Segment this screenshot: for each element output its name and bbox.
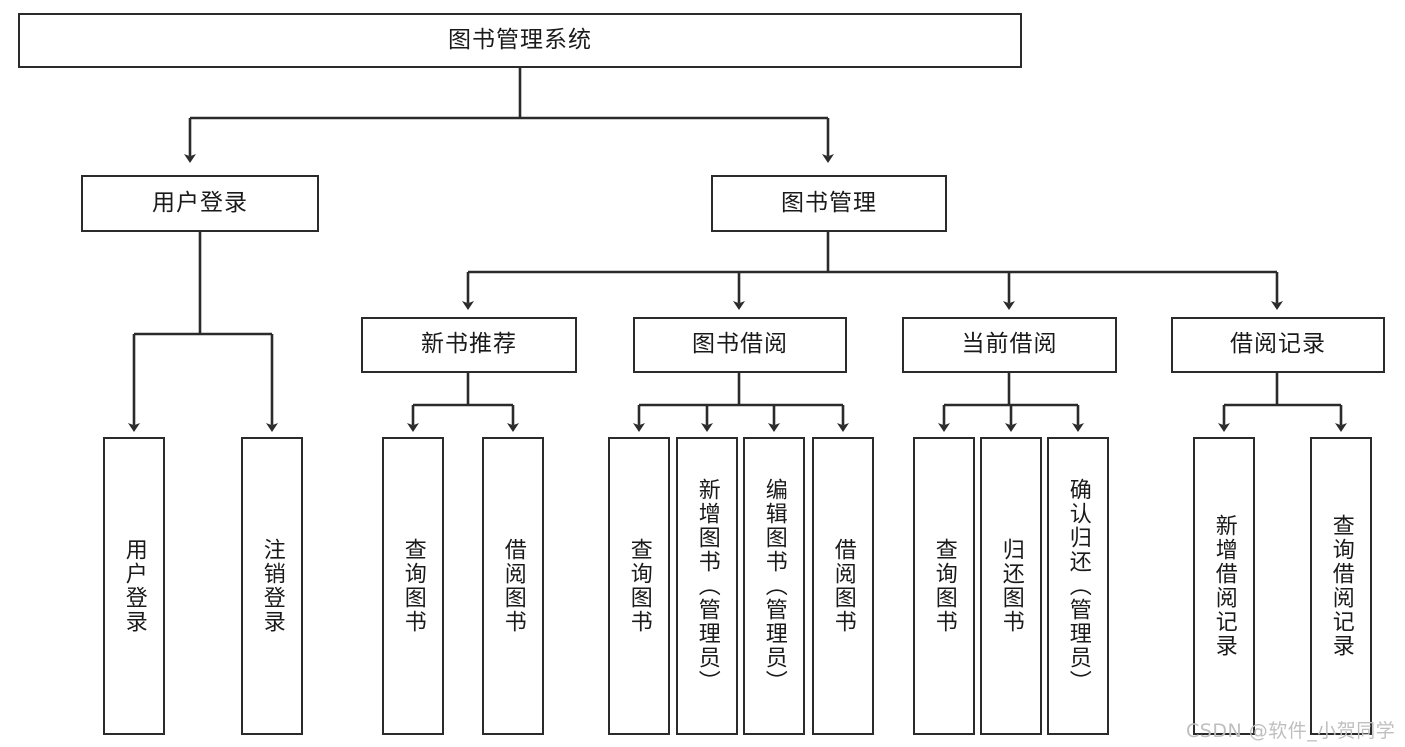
node-root-label: 图书管理系统 [448, 26, 592, 53]
leaf-return-book[interactable]: 归还图书 [980, 437, 1042, 735]
node-book-manage[interactable]: 图书管理 [711, 175, 947, 232]
node-book-borrow-label: 图书借阅 [692, 331, 788, 358]
leaf-confirm-return[interactable]: 确认归还（管理员） [1047, 437, 1109, 735]
leaf-edit-book[interactable]: 编辑图书（管理员） [743, 437, 805, 735]
node-new-book-rec[interactable]: 新书推荐 [361, 317, 577, 373]
leaf-query-book-1-label: 查询图书 [400, 538, 426, 634]
leaf-add-book[interactable]: 新增图书（管理员） [676, 437, 738, 735]
leaf-borrow-book-2[interactable]: 借阅图书 [812, 437, 874, 735]
leaf-logout-label: 注销登录 [259, 538, 285, 634]
leaf-edit-book-label: 编辑图书（管理员） [761, 478, 787, 694]
node-new-book-rec-label: 新书推荐 [421, 331, 517, 358]
leaf-return-book-label: 归还图书 [998, 538, 1024, 634]
leaf-add-record[interactable]: 新增借阅记录 [1193, 437, 1255, 735]
leaf-query-book-3[interactable]: 查询图书 [913, 437, 975, 735]
leaf-query-book-2-label: 查询图书 [626, 538, 652, 634]
watermark: CSDN @软件_小贺同学 [1186, 720, 1396, 742]
node-user-login[interactable]: 用户登录 [81, 175, 319, 232]
leaf-user-login-label: 用户登录 [121, 538, 147, 634]
leaf-query-book-1[interactable]: 查询图书 [382, 437, 444, 735]
node-current-borrow-label: 当前借阅 [961, 331, 1058, 358]
leaf-borrow-book-2-label: 借阅图书 [830, 538, 856, 634]
leaf-confirm-return-label: 确认归还（管理员） [1065, 478, 1091, 694]
leaf-logout[interactable]: 注销登录 [241, 437, 303, 735]
node-user-login-label: 用户登录 [152, 189, 248, 216]
leaf-query-record[interactable]: 查询借阅记录 [1310, 437, 1372, 735]
leaf-user-login[interactable]: 用户登录 [103, 437, 165, 735]
leaf-query-book-3-label: 查询图书 [931, 538, 957, 634]
node-current-borrow[interactable]: 当前借阅 [902, 317, 1117, 373]
node-book-borrow[interactable]: 图书借阅 [633, 317, 847, 373]
leaf-borrow-book-1[interactable]: 借阅图书 [482, 437, 544, 735]
leaf-query-book-2[interactable]: 查询图书 [608, 437, 670, 735]
node-book-manage-label: 图书管理 [781, 189, 877, 216]
leaf-add-book-label: 新增图书（管理员） [694, 478, 720, 694]
node-root[interactable]: 图书管理系统 [18, 13, 1022, 68]
node-borrow-record[interactable]: 借阅记录 [1171, 317, 1385, 373]
leaf-query-record-label: 查询借阅记录 [1328, 514, 1354, 658]
node-borrow-record-label: 借阅记录 [1230, 331, 1326, 358]
leaf-add-record-label: 新增借阅记录 [1211, 514, 1237, 658]
leaf-borrow-book-1-label: 借阅图书 [500, 538, 526, 634]
